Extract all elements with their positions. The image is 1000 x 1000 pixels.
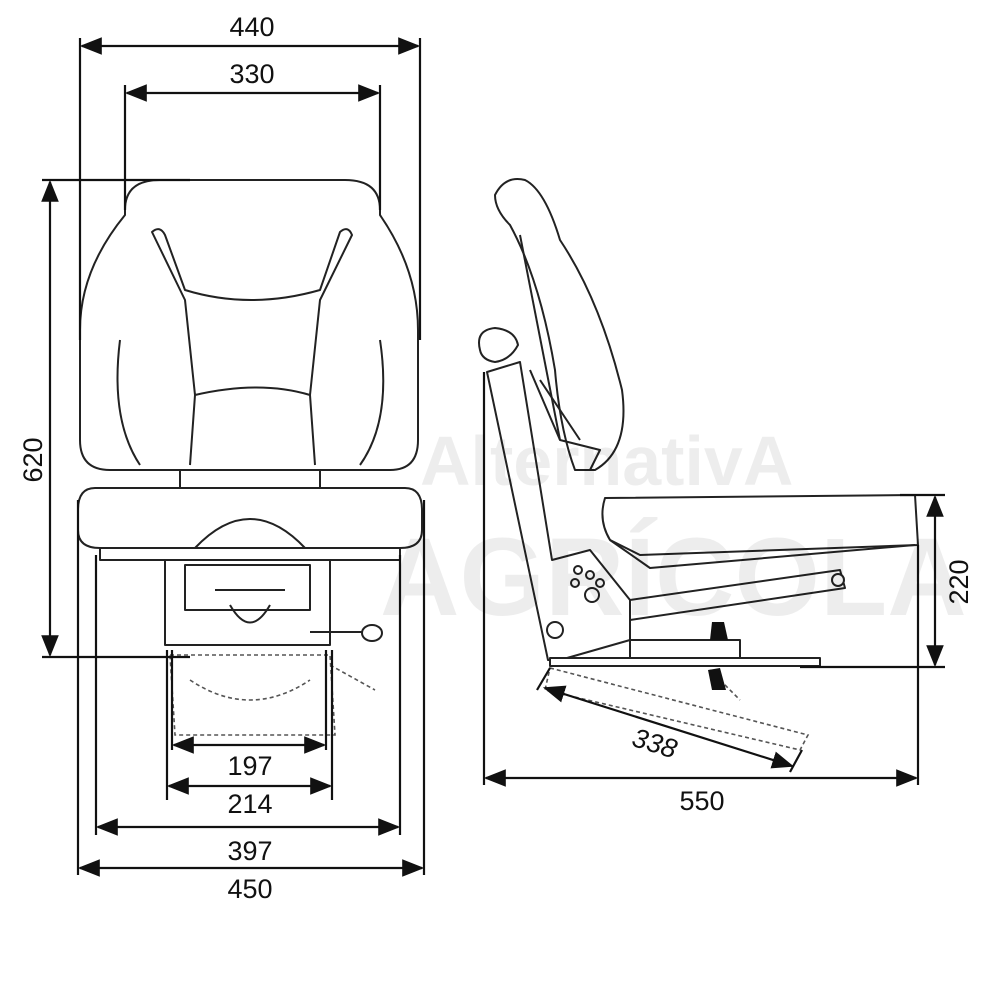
dim-330: 330: [229, 59, 274, 89]
backrest: [79, 179, 419, 471]
side-view-seat: [478, 178, 919, 751]
suspension: [164, 559, 331, 646]
dim-220: 220: [944, 559, 974, 604]
dim-450: 450: [227, 874, 272, 904]
dim-397: 397: [227, 836, 272, 866]
dim-550: 550: [679, 786, 724, 816]
backrest-pattern: [116, 228, 385, 466]
front-view-seat: [77, 179, 423, 736]
side-dimensions: 220 338 550: [482, 372, 974, 816]
rail: [549, 657, 821, 667]
dim-440: 440: [229, 12, 274, 42]
headrest-knob: [478, 327, 519, 363]
side-cushion: [601, 494, 919, 556]
dim-620: 620: [18, 437, 48, 482]
front-dimensions: 440 330 620 197 214 397 450: [18, 12, 426, 904]
dim-214: 214: [227, 789, 272, 819]
dim-197: 197: [227, 751, 272, 781]
